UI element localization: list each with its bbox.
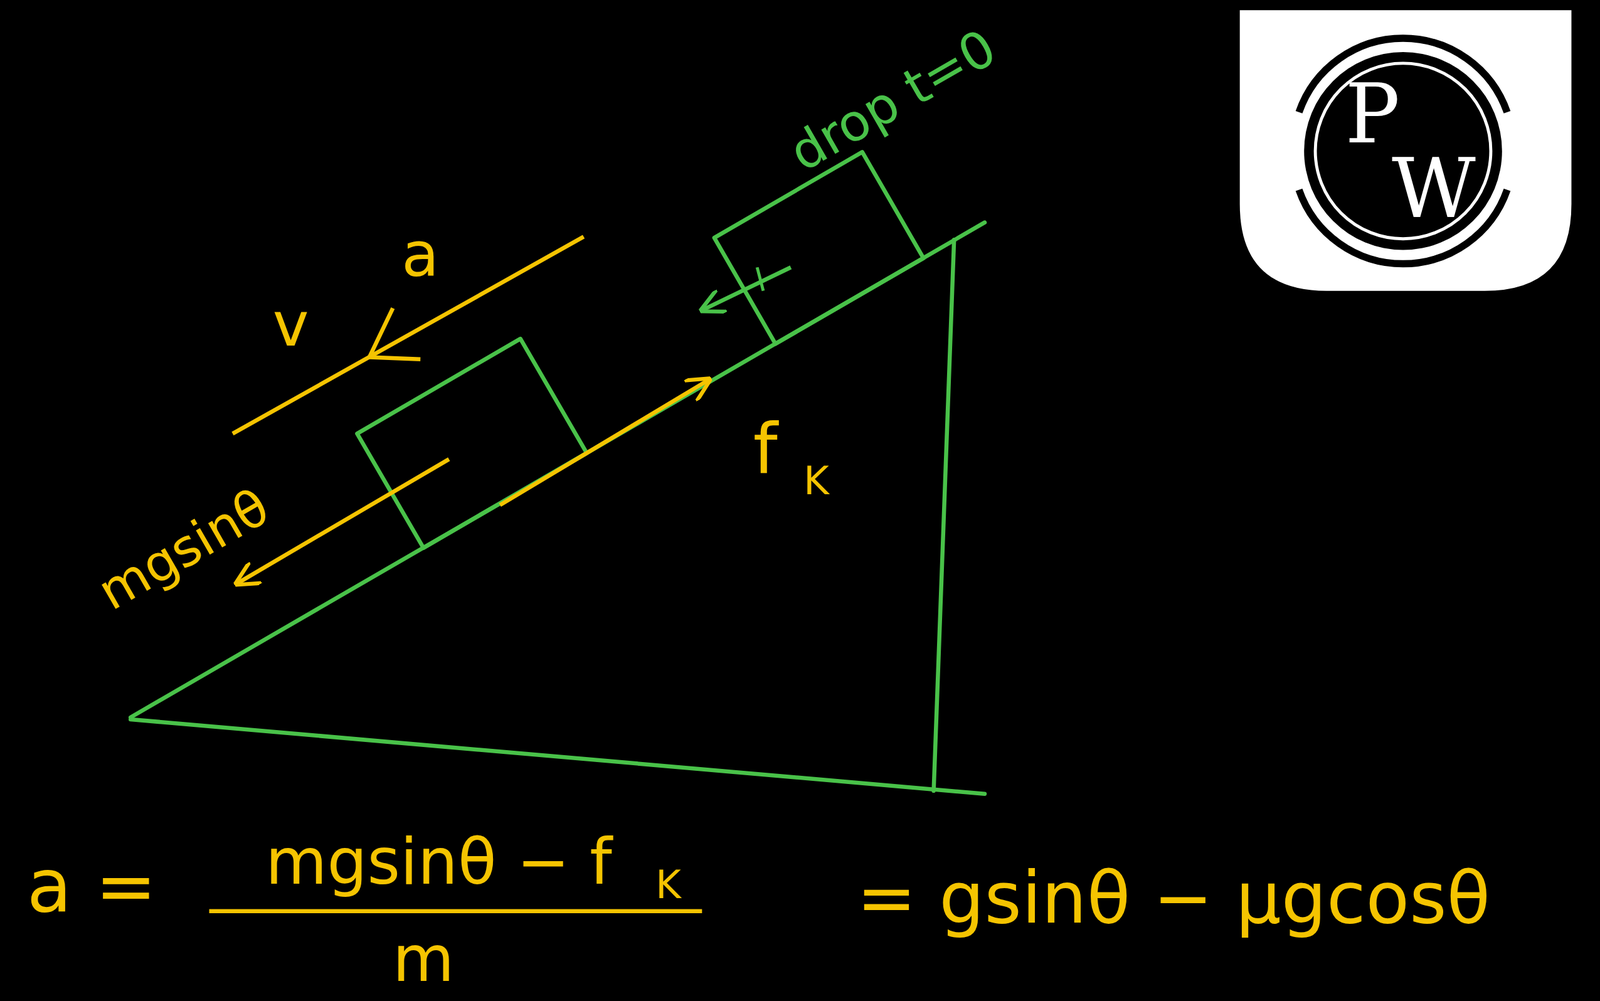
drop-note: drop t=0 bbox=[781, 21, 1004, 180]
numerator: mgsinθ − f bbox=[265, 830, 613, 894]
logo-ring bbox=[1315, 63, 1491, 239]
fraction-bar bbox=[209, 909, 703, 914]
equation-part: = gsinθ − μgcosθ bbox=[856, 862, 1491, 934]
green-tick bbox=[757, 267, 764, 291]
logo-letter: W bbox=[1391, 148, 1476, 230]
subscript: K bbox=[655, 866, 682, 906]
velocity-label: v bbox=[272, 294, 310, 356]
logo-arc bbox=[1298, 38, 1508, 113]
lower-block bbox=[356, 338, 587, 549]
logo-letter: P bbox=[1344, 73, 1400, 155]
denominator: m bbox=[392, 927, 455, 991]
logo-disc bbox=[1303, 52, 1503, 251]
equation-part: a = bbox=[26, 849, 157, 923]
force-label: mgsinθ bbox=[90, 480, 278, 618]
logo-panel bbox=[1239, 10, 1572, 291]
friction-arrow bbox=[499, 379, 710, 505]
upper-block bbox=[714, 151, 924, 344]
velocity-head bbox=[369, 307, 421, 359]
friction-label: f bbox=[753, 414, 778, 485]
subscript: K bbox=[803, 462, 830, 502]
acceleration-label: a bbox=[401, 224, 440, 287]
green-arrow bbox=[701, 267, 791, 310]
